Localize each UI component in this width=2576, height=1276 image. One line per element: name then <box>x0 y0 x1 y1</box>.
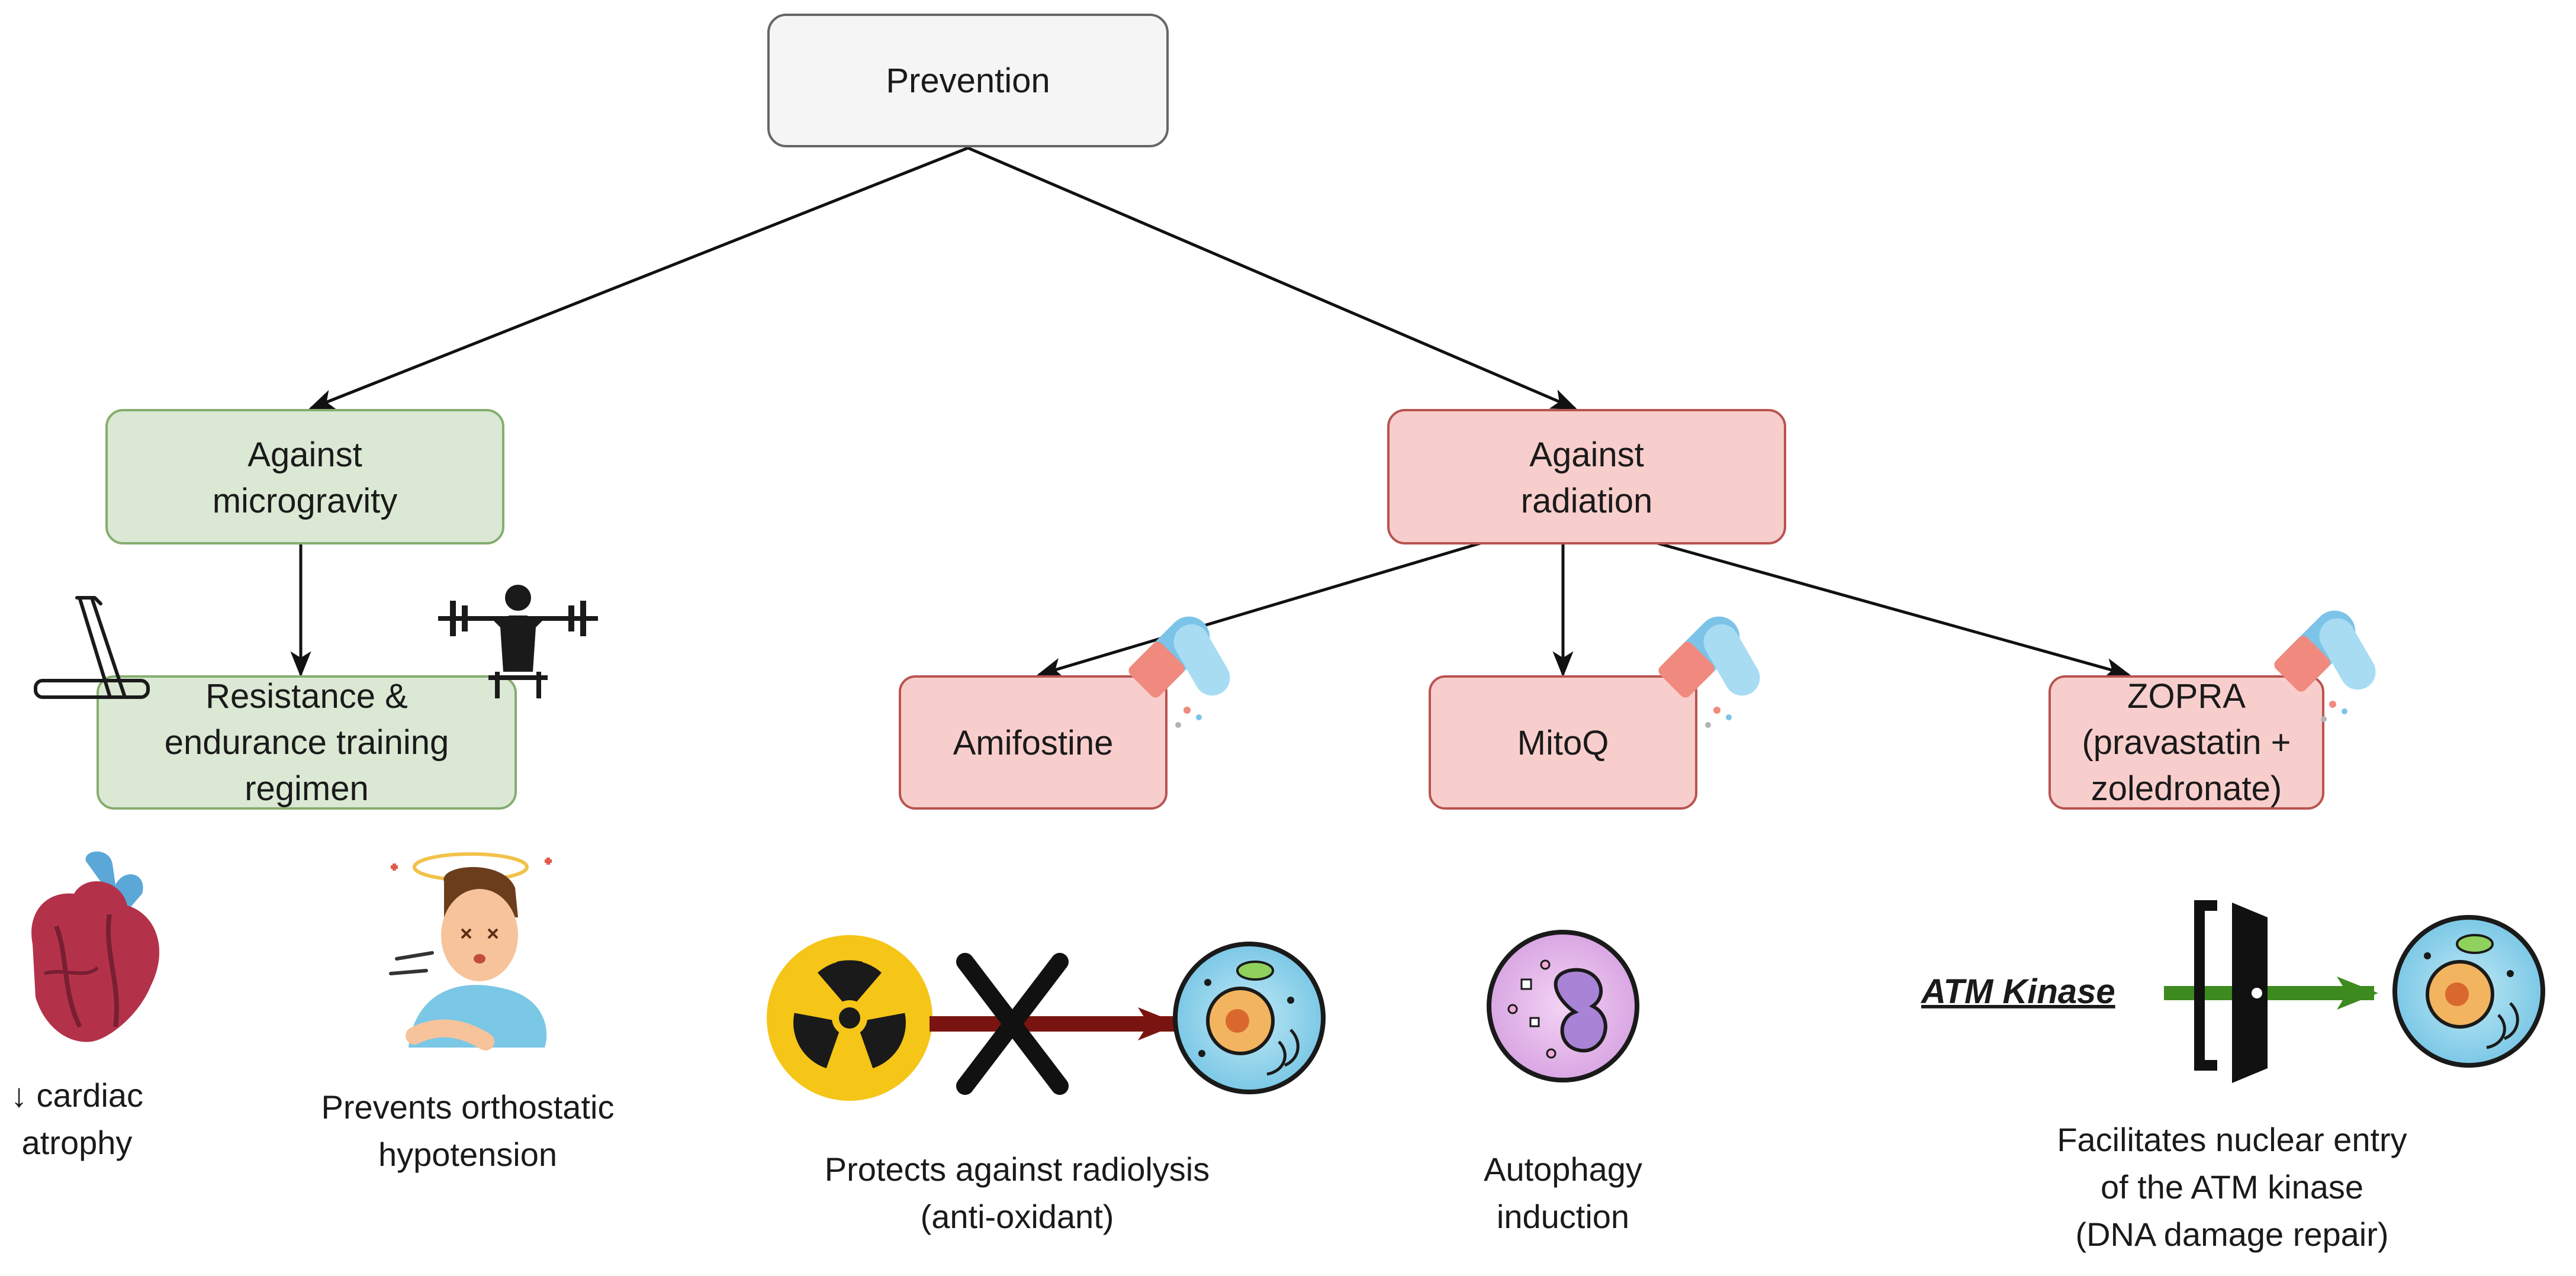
pill-capsule-icon <box>1658 616 1760 728</box>
node-training: Resistance & endurance training regimen <box>97 675 517 810</box>
node-radiation-line1: Against <box>1529 436 1644 474</box>
door-icon <box>2194 900 2268 1083</box>
caption-radiolysis: Protects against radiolysis (anti-oxidan… <box>825 1151 1210 1235</box>
node-mitoq: MitoQ <box>1429 675 1697 810</box>
node-mitoq-label: MitoQ <box>1517 724 1609 762</box>
caption-cardiac: ↓ cardiac atrophy <box>11 1077 143 1161</box>
node-training-line3: regimen <box>245 769 369 808</box>
caption-autophagy: Autophagy induction <box>1484 1151 1642 1235</box>
caption-nuclear-line1: Facilitates nuclear entry <box>2057 1121 2407 1158</box>
heart-icon <box>31 851 160 1042</box>
caption-nuclear-line2: of the ATM kinase <box>2101 1168 2363 1206</box>
node-microgravity-line1: Against <box>247 436 362 474</box>
caption-hypotension: Prevents orthostatic hypotension <box>321 1088 615 1173</box>
node-microgravity: Against microgravity <box>105 409 504 544</box>
autophagy-cell-icon <box>1487 930 1639 1082</box>
edge-prevention-radiation <box>967 146 1578 410</box>
radiation-icon <box>767 935 932 1101</box>
node-prevention: Prevention <box>767 14 1169 147</box>
caption-radiolysis-line1: Protects against radiolysis <box>825 1151 1210 1188</box>
edge-prevention-microgravity <box>308 146 969 410</box>
node-zopra-line1: ZOPRA <box>2127 677 2246 716</box>
node-training-line1: Resistance & <box>205 677 408 716</box>
caption-nuclear-line3: (DNA damage repair) <box>2075 1216 2388 1253</box>
caption-nuclear: Facilitates nuclear entry of the ATM kin… <box>2057 1121 2407 1253</box>
edge-radiation-amifostine <box>1036 542 1481 678</box>
caption-radiolysis-line2: (anti-oxidant) <box>921 1198 1114 1235</box>
caption-hypotension-line1: Prevents orthostatic <box>321 1088 615 1126</box>
caption-autophagy-line2: induction <box>1497 1198 1629 1235</box>
caption-cardiac-line1: ↓ cardiac <box>11 1077 143 1114</box>
node-training-line2: endurance training <box>165 723 449 762</box>
node-zopra-line2: (pravastatin + <box>2082 723 2291 762</box>
caption-cardiac-line2: atrophy <box>22 1124 133 1161</box>
pill-capsule-icon <box>2274 610 2376 722</box>
node-radiation: Against radiation <box>1387 409 1786 544</box>
node-microgravity-line2: microgravity <box>213 482 398 520</box>
node-amifostine: Amifostine <box>899 675 1168 810</box>
dizzy-person-icon <box>389 852 552 1051</box>
node-zopra-line3: zoledronate) <box>2091 769 2282 808</box>
block-cross-icon <box>956 953 1069 1095</box>
weightlifting-icon <box>438 585 598 698</box>
cell-icon <box>2392 915 2545 1068</box>
atm-kinase-label: ATM Kinase <box>1920 972 2115 1011</box>
node-amifostine-label: Amifostine <box>953 724 1114 762</box>
node-prevention-label: Prevention <box>886 62 1050 100</box>
node-zopra: ZOPRA (pravastatin + zoledronate) <box>2048 675 2324 810</box>
treadmill-icon <box>34 596 150 699</box>
caption-hypotension-line2: hypotension <box>378 1136 557 1173</box>
node-radiation-line2: radiation <box>1521 482 1652 520</box>
cell-icon <box>1173 942 1326 1094</box>
connectors <box>290 146 2131 679</box>
pill-capsule-icon <box>1128 616 1230 728</box>
edge-radiation-zopra <box>1657 542 2131 679</box>
caption-autophagy-line1: Autophagy <box>1484 1151 1642 1188</box>
